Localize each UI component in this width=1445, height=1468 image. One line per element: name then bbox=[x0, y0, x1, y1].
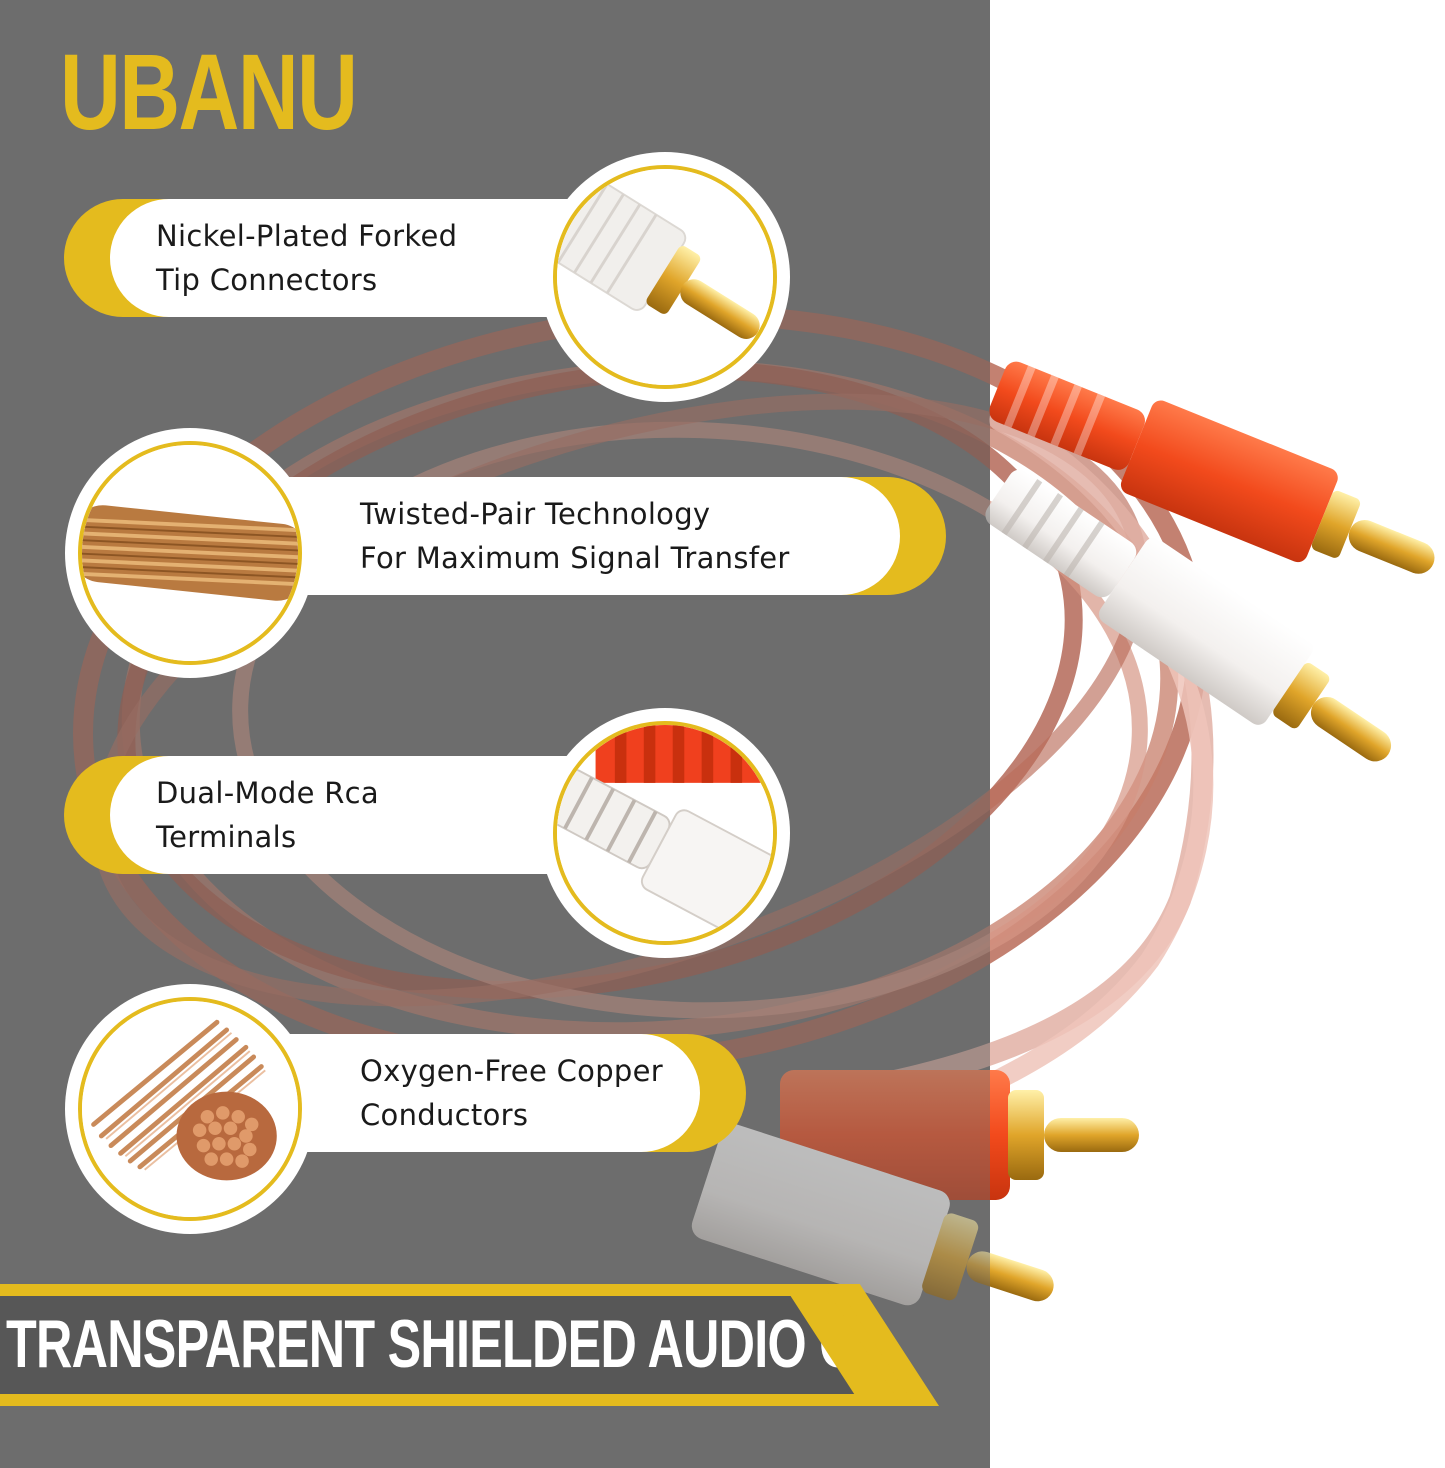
twisted-wire-icon bbox=[65, 428, 315, 678]
feature-4-line-2: Conductors bbox=[360, 1098, 529, 1132]
copper-strands-icon bbox=[65, 984, 315, 1234]
feature-3-line-1: Dual-Mode Rca bbox=[156, 776, 379, 810]
rca-terminals-icon bbox=[540, 708, 790, 958]
feature-2-line-1: Twisted-Pair Technology bbox=[360, 497, 711, 531]
feature-1-line-1: Nickel-Plated Forked bbox=[156, 219, 458, 253]
product-title: TRANSPARENT SHIELDED AUDIO CABLE*2M bbox=[6, 1306, 1077, 1382]
feature-3-line-2: Terminals bbox=[156, 820, 297, 854]
feature-2-line-2: For Maximum Signal Transfer bbox=[360, 541, 790, 575]
feature-pill-4: Oxygen-Free Copper Conductors bbox=[240, 1034, 700, 1152]
rca-plug-white-upper bbox=[985, 469, 1392, 762]
feature-1-line-2: Tip Connectors bbox=[156, 263, 378, 297]
rca-plug-red-upper bbox=[989, 361, 1435, 574]
product-title-banner: TRANSPARENT SHIELDED AUDIO CABLE*2M bbox=[0, 1284, 930, 1406]
rca-plug-white-lower bbox=[691, 1124, 1054, 1306]
brand-logo: UBANU bbox=[60, 31, 358, 152]
feature-4-line-1: Oxygen-Free Copper bbox=[360, 1054, 663, 1088]
feature-pill-2: Twisted-Pair Technology For Maximum Sign… bbox=[240, 477, 900, 595]
rca-tip-icon bbox=[540, 152, 790, 402]
